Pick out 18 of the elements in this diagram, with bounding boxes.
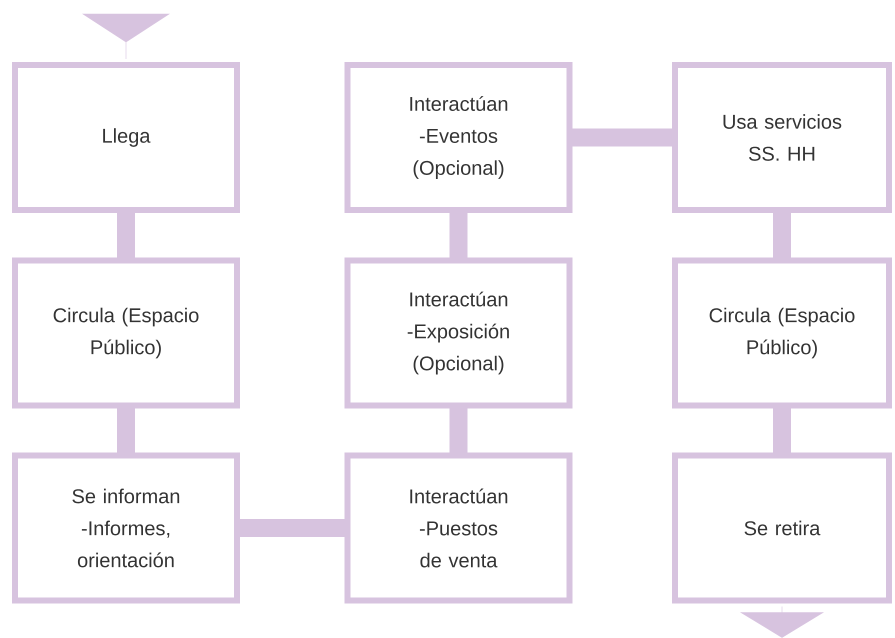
process-box: Usa servicios SS. HH (672, 62, 892, 213)
process-box: Circula (Espacio Público) (672, 258, 892, 408)
process-box: Se informan -Informes, orientación (12, 452, 240, 604)
connector-bar (450, 213, 468, 258)
process-box: Interactúan -Puestos de venta (344, 452, 572, 604)
process-box: Circula (Espacio Público) (12, 258, 240, 408)
connector-bar (117, 213, 135, 258)
connector-bar (773, 408, 791, 452)
connector-bar (572, 128, 672, 146)
process-box: Llega (12, 62, 240, 213)
connector-bar (240, 519, 344, 537)
connector-bar (773, 213, 791, 258)
process-box: Se retira (672, 452, 892, 604)
connector-bar (450, 408, 468, 452)
connector-bar (117, 408, 135, 452)
process-box: Interactúan -Exposición (Opcional) (344, 258, 572, 408)
arrow (740, 606, 824, 638)
process-box: Interactúan -Eventos (Opcional) (344, 62, 572, 213)
